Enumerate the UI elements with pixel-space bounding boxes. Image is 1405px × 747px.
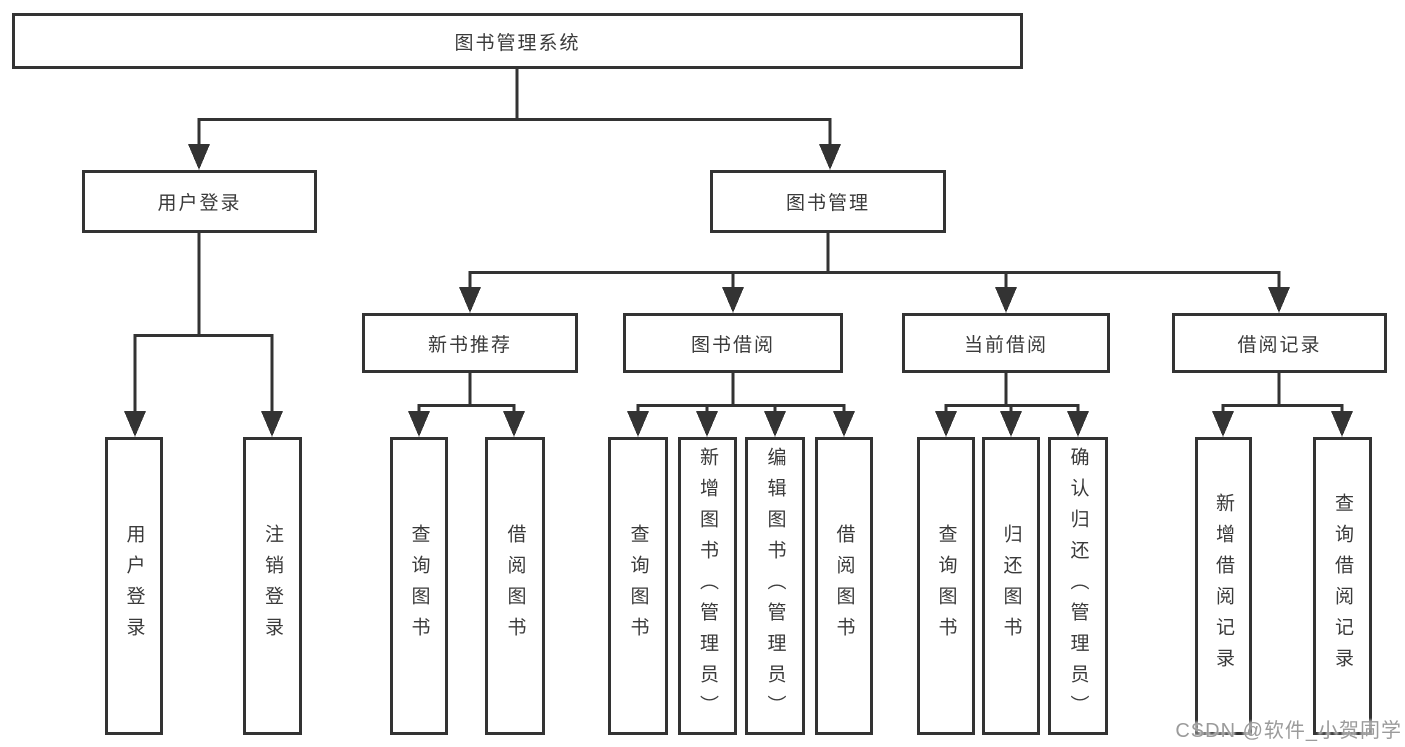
- node-current-borrow-label: 当前借阅: [963, 334, 1048, 356]
- node-new-book-recommend-label: 新书推荐: [427, 334, 512, 356]
- leaf-confirm-return-admin-label: 确认归还（管理员）: [1067, 446, 1089, 726]
- arrow-down-icon: [503, 411, 525, 437]
- arrow-down-icon: [124, 411, 146, 437]
- node-book-borrow: 图书借阅: [623, 313, 843, 373]
- leaf-query-books-current-label: 查询图书: [935, 524, 957, 648]
- node-user-login: 用户登录: [82, 170, 317, 233]
- arrow-down-icon: [1268, 287, 1290, 313]
- leaf-query-borrow-record: 查询借阅记录: [1313, 437, 1372, 735]
- node-borrow-records: 借阅记录: [1172, 313, 1387, 373]
- leaf-add-book-admin: 新增图书（管理员）: [678, 437, 737, 735]
- leaf-borrow-books: 借阅图书: [815, 437, 873, 735]
- connector-book-management-children: [459, 233, 1290, 313]
- arrow-down-icon: [696, 411, 718, 437]
- leaf-borrow-books-recommend-label: 借阅图书: [504, 524, 526, 648]
- leaf-confirm-return-admin: 确认归还（管理员）: [1048, 437, 1108, 735]
- leaf-query-books-recommend: 查询图书: [390, 437, 448, 735]
- connector-borrow-records-children: [1212, 373, 1353, 437]
- arrow-down-icon: [1067, 411, 1089, 437]
- leaf-return-book-label: 归还图书: [1000, 524, 1022, 648]
- node-root: 图书管理系统: [12, 13, 1023, 69]
- connector-new-book-children: [408, 373, 525, 437]
- leaf-query-books-borrow-label: 查询图书: [627, 524, 649, 648]
- node-book-management-label: 图书管理: [785, 193, 870, 214]
- connector-root-to-level2: [188, 69, 841, 170]
- arrow-down-icon: [408, 411, 430, 437]
- leaf-user-login: 用户登录: [105, 437, 163, 735]
- node-user-login-label: 用户登录: [157, 193, 242, 214]
- leaf-query-books-recommend-label: 查询图书: [408, 524, 430, 648]
- node-new-book-recommend: 新书推荐: [362, 313, 578, 373]
- arrow-down-icon: [764, 411, 786, 437]
- leaf-query-books-current: 查询图书: [917, 437, 975, 735]
- arrow-down-icon: [833, 411, 855, 437]
- arrow-down-icon: [1331, 411, 1353, 437]
- leaf-logout-label: 注销登录: [262, 524, 283, 648]
- arrow-down-icon: [459, 287, 481, 313]
- leaf-edit-book-admin-label: 编辑图书（管理员）: [764, 446, 786, 726]
- connector-current-borrow-children: [935, 373, 1089, 437]
- arrow-down-icon: [188, 144, 210, 170]
- leaf-edit-book-admin: 编辑图书（管理员）: [745, 437, 805, 735]
- arrow-down-icon: [995, 287, 1017, 313]
- node-current-borrow: 当前借阅: [902, 313, 1110, 373]
- arrow-down-icon: [935, 411, 957, 437]
- node-book-management: 图书管理: [710, 170, 946, 233]
- leaf-borrow-books-label: 借阅图书: [833, 524, 855, 648]
- node-book-borrow-label: 图书借阅: [690, 334, 775, 356]
- csdn-watermark: CSDN @软件_小贺同学: [1175, 720, 1402, 742]
- leaf-query-books-borrow: 查询图书: [608, 437, 668, 735]
- leaf-user-login-label: 用户登录: [123, 524, 145, 648]
- leaf-query-borrow-record-label: 查询借阅记录: [1332, 493, 1353, 679]
- node-root-label: 图书管理系统: [454, 32, 581, 54]
- connector-book-borrow-children: [627, 373, 855, 437]
- leaf-add-borrow-record: 新增借阅记录: [1195, 437, 1252, 735]
- arrow-down-icon: [627, 411, 649, 437]
- leaf-logout: 注销登录: [243, 437, 302, 735]
- node-borrow-records-label: 借阅记录: [1237, 334, 1322, 356]
- arrow-down-icon: [819, 144, 841, 170]
- leaf-add-borrow-record-label: 新增借阅记录: [1213, 493, 1234, 679]
- arrow-down-icon: [722, 287, 744, 313]
- arrow-down-icon: [261, 411, 283, 437]
- leaf-add-book-admin-label: 新增图书（管理员）: [697, 446, 718, 726]
- leaf-borrow-books-recommend: 借阅图书: [485, 437, 545, 735]
- connector-user-login-children: [124, 233, 283, 437]
- arrow-down-icon: [1000, 411, 1022, 437]
- leaf-return-book: 归还图书: [982, 437, 1040, 735]
- arrow-down-icon: [1212, 411, 1234, 437]
